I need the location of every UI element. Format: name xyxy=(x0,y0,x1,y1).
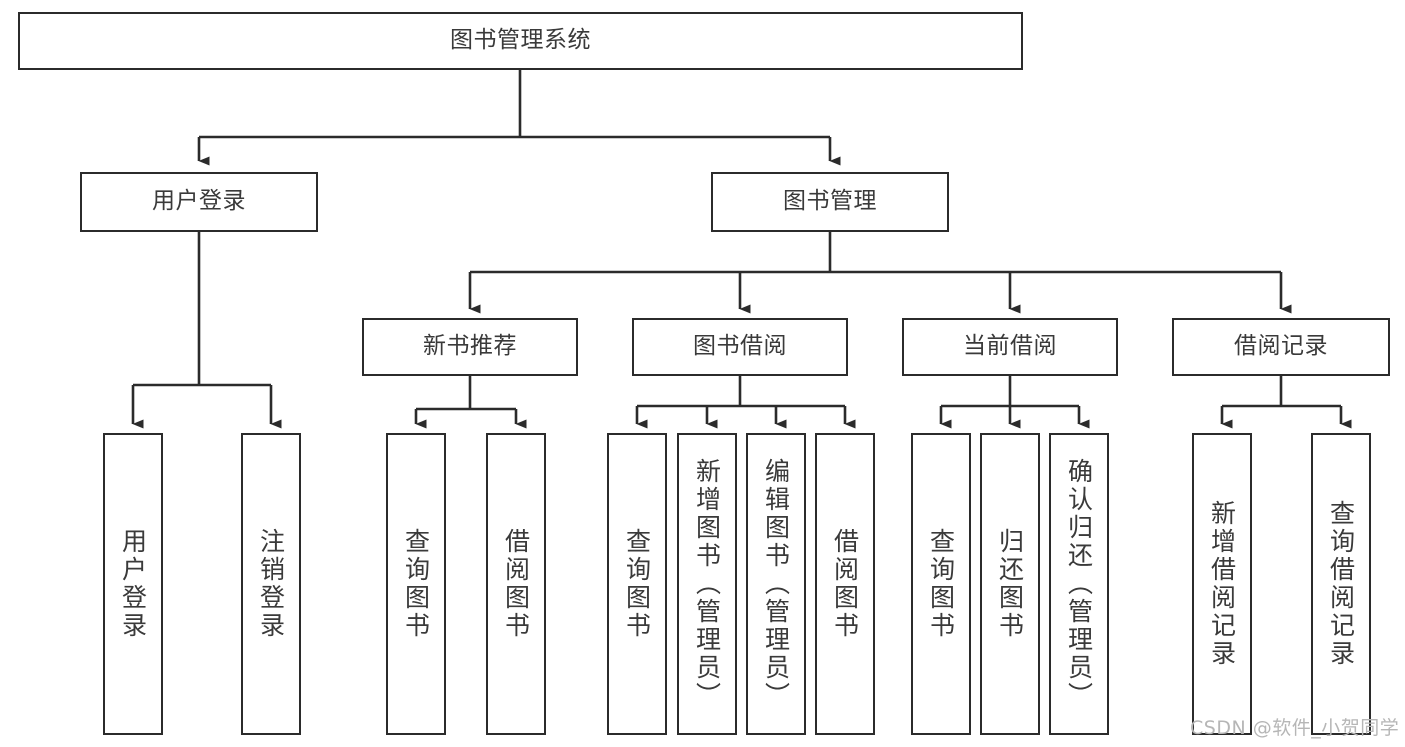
node-borrow-record-label: 借阅记录 xyxy=(1234,333,1328,360)
node-leaf-add-book-label: 新增图书（管理员） xyxy=(692,458,722,710)
node-new-book-recommend[interactable]: 新书推荐 xyxy=(362,318,578,376)
node-leaf-query-record-label: 查询借阅记录 xyxy=(1326,500,1356,668)
node-user-login-label: 用户登录 xyxy=(152,188,246,215)
node-new-book-recommend-label: 新书推荐 xyxy=(423,333,517,360)
node-leaf-borrow-book-2-label: 借阅图书 xyxy=(830,528,860,640)
node-leaf-query-book-1[interactable]: 查询图书 xyxy=(386,433,446,735)
node-leaf-return-book[interactable]: 归还图书 xyxy=(980,433,1040,735)
node-leaf-query-book-1-label: 查询图书 xyxy=(401,528,431,640)
node-current-borrow-label: 当前借阅 xyxy=(963,333,1057,360)
node-leaf-confirm-return[interactable]: 确认归还（管理员） xyxy=(1049,433,1109,735)
node-leaf-add-record[interactable]: 新增借阅记录 xyxy=(1192,433,1252,735)
node-root-label: 图书管理系统 xyxy=(450,27,591,54)
node-leaf-query-book-3-label: 查询图书 xyxy=(926,528,956,640)
node-leaf-user-login[interactable]: 用户登录 xyxy=(103,433,163,735)
node-book-manage-label: 图书管理 xyxy=(783,188,877,215)
node-book-borrow[interactable]: 图书借阅 xyxy=(632,318,848,376)
node-root[interactable]: 图书管理系统 xyxy=(18,12,1023,70)
node-leaf-add-record-label: 新增借阅记录 xyxy=(1207,500,1237,668)
node-leaf-borrow-book-1-label: 借阅图书 xyxy=(501,528,531,640)
node-leaf-confirm-return-label: 确认归还（管理员） xyxy=(1064,458,1094,710)
node-leaf-user-login-label: 用户登录 xyxy=(118,528,148,640)
node-leaf-logout-login[interactable]: 注销登录 xyxy=(241,433,301,735)
node-leaf-logout-login-label: 注销登录 xyxy=(256,528,286,640)
node-book-borrow-label: 图书借阅 xyxy=(693,333,787,360)
node-leaf-query-book-3[interactable]: 查询图书 xyxy=(911,433,971,735)
node-leaf-query-book-2-label: 查询图书 xyxy=(622,528,652,640)
node-leaf-edit-book-label: 编辑图书（管理员） xyxy=(761,458,791,710)
node-leaf-return-book-label: 归还图书 xyxy=(995,528,1025,640)
node-leaf-borrow-book-2[interactable]: 借阅图书 xyxy=(815,433,875,735)
node-leaf-borrow-book-1[interactable]: 借阅图书 xyxy=(486,433,546,735)
node-current-borrow[interactable]: 当前借阅 xyxy=(902,318,1118,376)
node-leaf-query-record[interactable]: 查询借阅记录 xyxy=(1311,433,1371,735)
node-leaf-edit-book[interactable]: 编辑图书（管理员） xyxy=(746,433,806,735)
node-user-login[interactable]: 用户登录 xyxy=(80,172,318,232)
node-borrow-record[interactable]: 借阅记录 xyxy=(1172,318,1390,376)
node-leaf-query-book-2[interactable]: 查询图书 xyxy=(607,433,667,735)
node-leaf-add-book[interactable]: 新增图书（管理员） xyxy=(677,433,737,735)
node-book-manage[interactable]: 图书管理 xyxy=(711,172,949,232)
